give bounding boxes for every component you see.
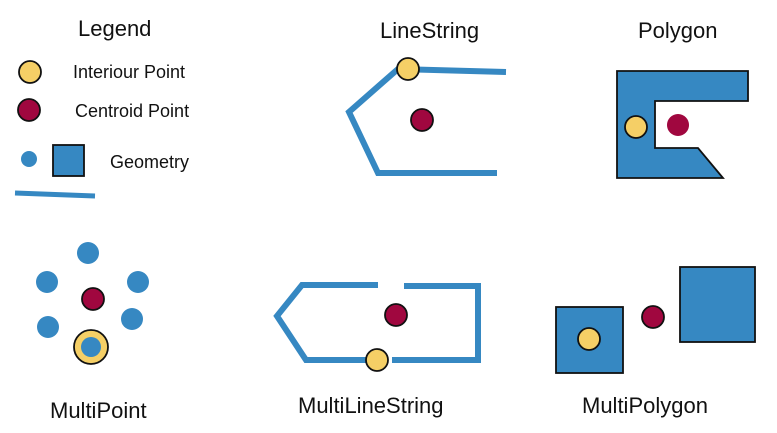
multilinestring-line (392, 283, 481, 363)
polygon-centroid-point (667, 114, 689, 136)
legend-geometry-square-marker (52, 144, 85, 177)
polygon-interior-point (624, 115, 648, 139)
multipoint-point (127, 271, 149, 293)
multilinestring-centroid-point (384, 303, 408, 327)
polygon-geometry (616, 70, 749, 179)
multipoint-point (37, 316, 59, 338)
multilinestring-title: MultiLineString (298, 393, 444, 418)
legend-geometry-point-marker (21, 151, 37, 167)
linestring-interior-point (396, 57, 420, 81)
linestring-title: LineString (380, 18, 479, 43)
legend-title: Legend (78, 16, 151, 41)
multipoint-point (121, 308, 143, 330)
multipolygon-centroid-point (641, 305, 665, 329)
multipoint-point (81, 337, 101, 357)
multipoint-title: MultiPoint (50, 398, 147, 423)
legend-centroid-point-marker (17, 98, 41, 122)
multipolygon-interior-point (577, 327, 601, 351)
multilinestring-interior-point (365, 348, 389, 372)
legend: Legend Interiour Point Centroid Point Ge… (14, 16, 189, 199)
legend-interior-point-label: Interiour Point (73, 62, 185, 82)
multipolygon-title: MultiPolygon (582, 393, 708, 418)
polygon-panel: Polygon (616, 18, 749, 179)
multipolygon-panel: MultiPolygon (555, 266, 756, 418)
legend-centroid-point-label: Centroid Point (75, 101, 189, 121)
linestring-centroid-point (410, 108, 434, 132)
polygon-title: Polygon (638, 18, 718, 43)
multilinestring-line (273, 282, 378, 363)
multipoint-point (77, 242, 99, 264)
multipoint-panel: MultiPoint (36, 242, 149, 423)
multilinestring-panel: MultiLineString (273, 282, 481, 418)
multipoint-centroid-point (81, 287, 105, 311)
legend-geometry-label: Geometry (110, 152, 189, 172)
legend-interior-point-marker (18, 60, 42, 84)
multipolygon-polygon (555, 306, 624, 374)
multipoint-point (36, 271, 58, 293)
legend-geometry-line-marker (14, 190, 96, 199)
linestring-panel: LineString (345, 18, 507, 176)
linestring-geometry (345, 65, 507, 176)
multipolygon-polygon (679, 266, 756, 343)
